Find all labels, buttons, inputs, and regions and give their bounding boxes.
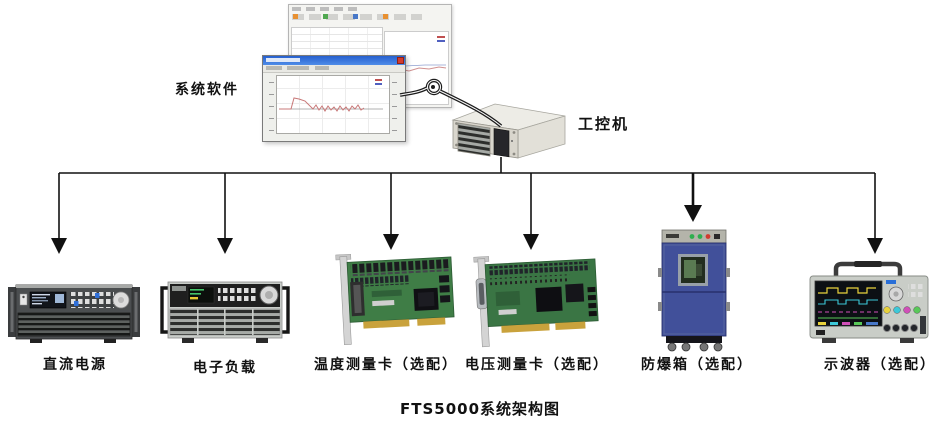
device-label-explosion-box: 防爆箱（选配）	[641, 357, 753, 373]
device-label-oscilloscope: 示波器（选配）	[824, 357, 936, 373]
window-title	[266, 58, 300, 62]
temperature-card-device	[326, 248, 462, 350]
cable-loop-icon	[399, 78, 503, 128]
dc-power-supply-device	[8, 283, 140, 345]
software-chart-window	[262, 55, 406, 142]
device-label-electronic-load: 电子负载	[193, 360, 257, 376]
voltage-card-device	[466, 250, 606, 350]
diagram-title: FTS5000系统架构图	[399, 400, 561, 418]
menu-bar	[292, 7, 362, 11]
arrow-down-icon	[51, 205, 883, 254]
toolbar-icon	[353, 14, 358, 19]
y-axis-ticks-right	[392, 76, 397, 131]
toolbar-icon	[293, 14, 298, 19]
waveform-chart	[276, 75, 390, 134]
toolbar-item	[315, 66, 329, 70]
y-axis-ticks	[269, 76, 274, 131]
controller-label: 工控机	[578, 115, 630, 133]
chart-toolbar	[263, 65, 405, 73]
software-label: 系统软件	[175, 82, 239, 98]
window-title-bar	[263, 56, 405, 65]
device-label-voltage-card: 电压测量卡（选配）	[465, 357, 609, 373]
toolbar-item	[287, 66, 309, 70]
oscilloscope-device	[806, 260, 932, 350]
electronic-load-device	[160, 280, 290, 346]
toolbar-icon	[383, 14, 388, 19]
device-label-temperature-card: 温度测量卡（选配）	[314, 357, 458, 373]
toolbar-icon	[323, 14, 328, 19]
window-close-icon	[397, 57, 404, 64]
toolbar-item	[266, 66, 282, 70]
explosion-proof-box-device	[656, 228, 734, 354]
device-label-dc-power: 直流电源	[43, 357, 107, 373]
